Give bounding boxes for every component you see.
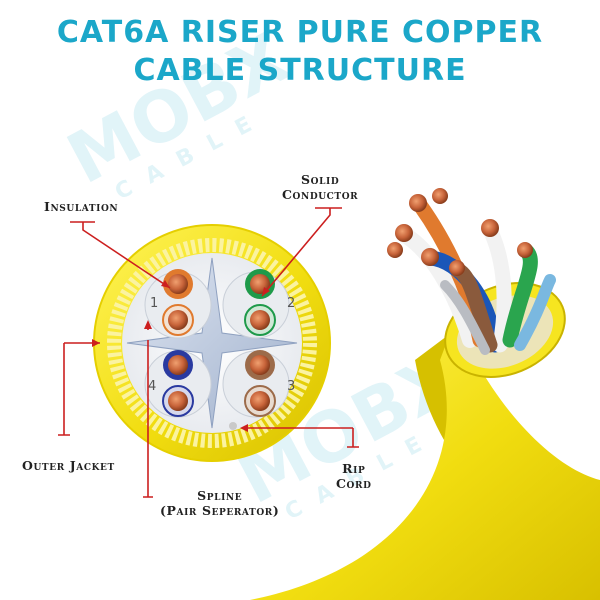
label-spline: Spline (Pair Seperator) — [160, 488, 279, 518]
label-solid-conductor: Solid Conductor — [282, 172, 358, 202]
pair-1 — [162, 269, 194, 336]
leader-rip-cord — [245, 427, 359, 448]
label-spline-line2: (Pair Seperator) — [160, 503, 280, 518]
pair-number-3: 3 — [287, 379, 295, 394]
label-insulation: Insulation — [44, 199, 119, 214]
pair-number-4: 4 — [148, 379, 156, 394]
serrated-ring — [107, 238, 317, 448]
pair-number-2: 2 — [287, 296, 295, 311]
label-rip-cord-line2: Cord — [336, 476, 372, 491]
leader-solid-conductor — [261, 207, 342, 297]
label-rip-cord: Rip Cord — [336, 461, 371, 491]
leader-outer-jacket — [58, 342, 100, 436]
label-spline-line1: Spline — [197, 488, 243, 503]
title-line-1: CAT6A RISER PURE COPPER — [56, 15, 544, 50]
label-outer-jacket: Outer Jacket — [22, 458, 115, 473]
label-solid-conductor-line2: Conductor — [282, 187, 359, 202]
leader-lines — [58, 207, 359, 498]
pair-3 — [244, 350, 276, 417]
rip-cord-dot — [229, 422, 237, 430]
leader-spline — [143, 340, 153, 498]
label-solid-conductor-line1: Solid — [301, 172, 340, 187]
page-title: CAT6A RISER PURE COPPER CABLE STRUCTURE — [0, 14, 600, 90]
label-rip-cord-line1: Rip — [342, 461, 366, 476]
pair-4 — [162, 350, 194, 417]
exposed-pairs — [387, 188, 556, 355]
pair-number-1: 1 — [150, 296, 158, 311]
leader-insulation — [70, 221, 171, 289]
title-line-2: CABLE STRUCTURE — [133, 53, 467, 88]
cross-section: 1 2 3 4 — [93, 224, 331, 462]
